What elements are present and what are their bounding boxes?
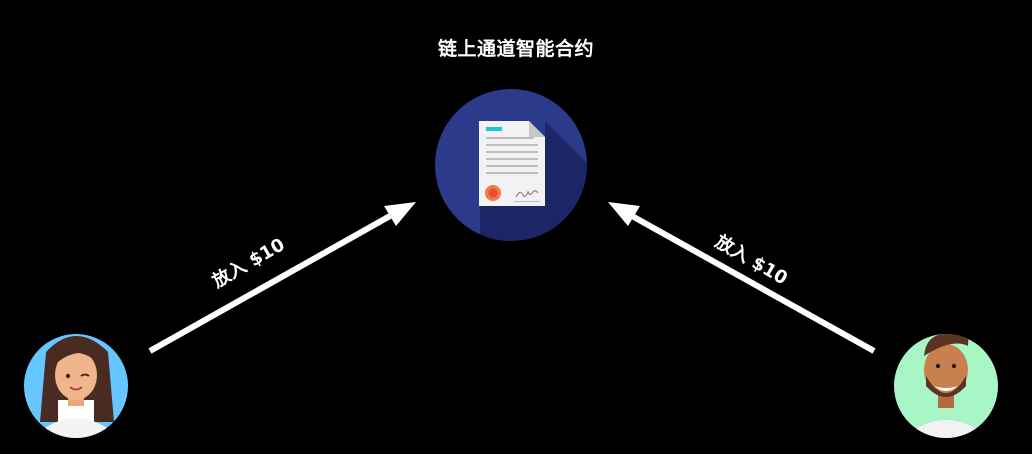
right-arrow bbox=[608, 202, 876, 354]
man-avatar-icon bbox=[894, 334, 998, 438]
diagram-title: 链上通道智能合约 bbox=[437, 38, 594, 60]
woman-avatar-icon bbox=[24, 334, 128, 438]
contract-document-icon bbox=[435, 89, 587, 241]
left-arrow bbox=[148, 202, 416, 354]
